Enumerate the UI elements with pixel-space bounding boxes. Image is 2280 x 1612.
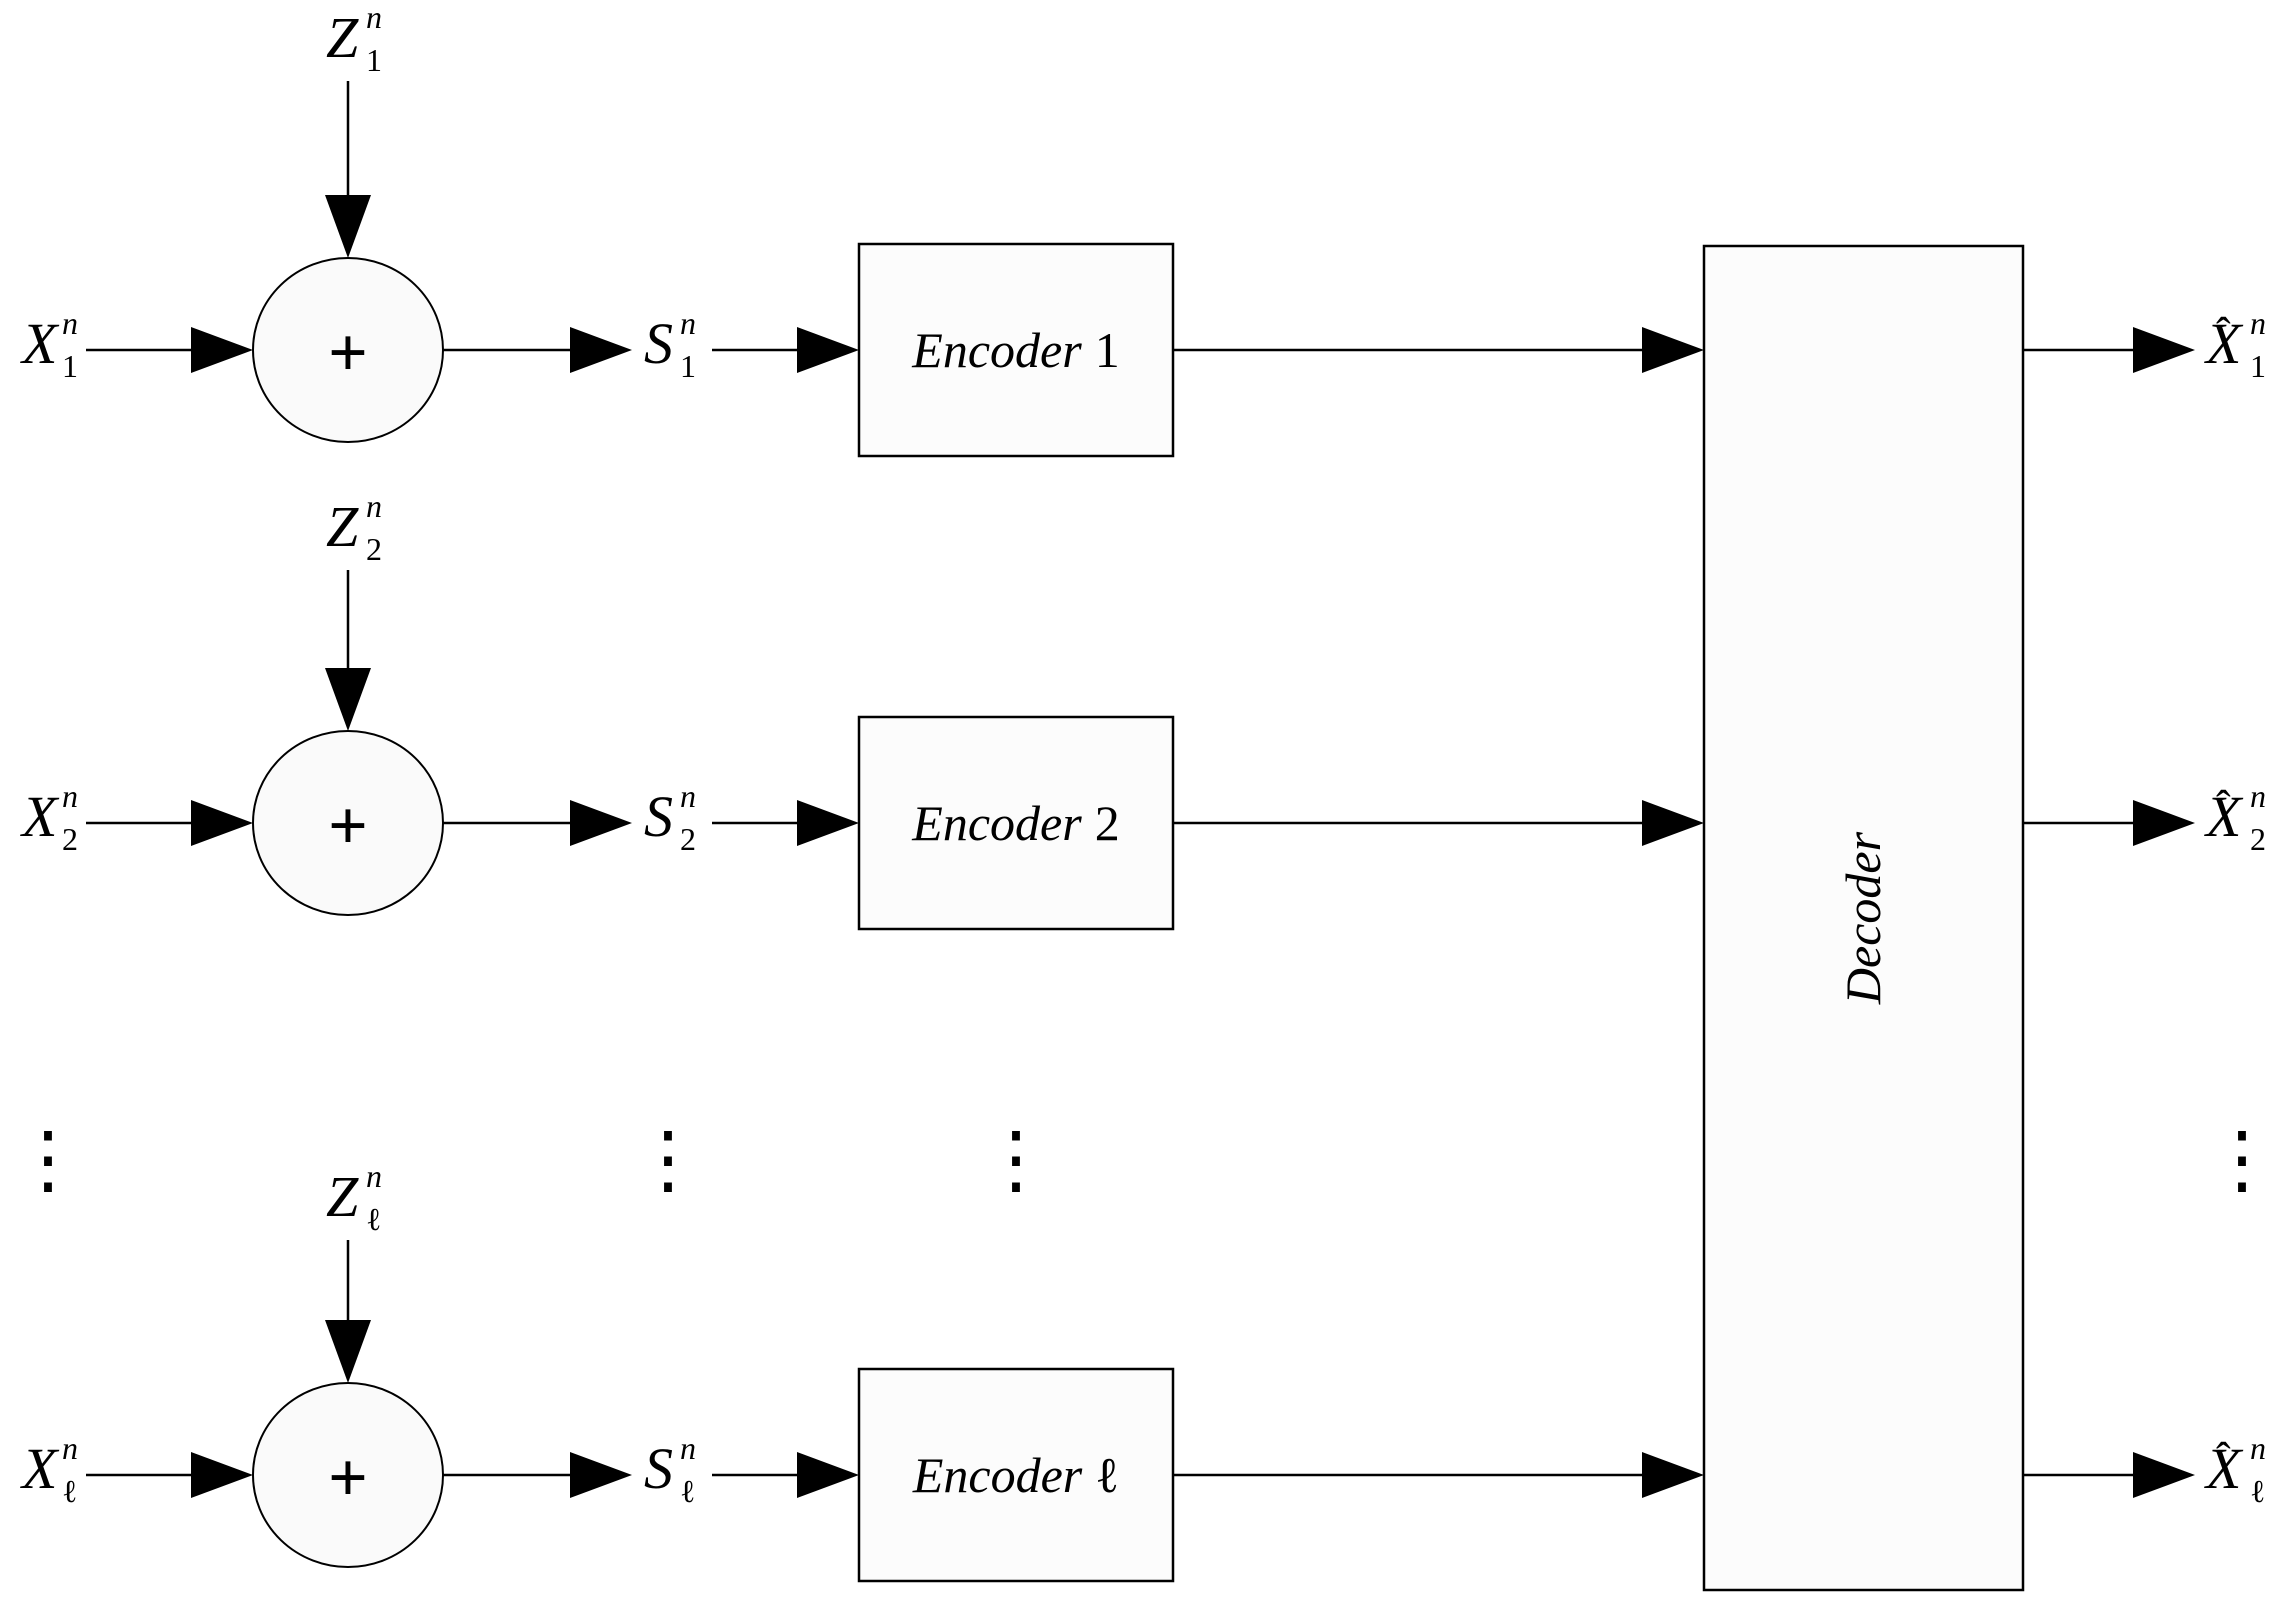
ellipsis-row: ⋮ ⋮ ⋮ ⋮ [10,1114,2280,1203]
encoder-index: ℓ [1095,1447,1119,1503]
estimate-hat: ˆ [2216,309,2231,358]
vertical-ellipsis-estimate: ⋮ [2204,1114,2280,1203]
source-label-2: X n 2 [20,778,78,857]
source-sup: n [62,305,78,341]
source-label-l: X n ℓ [20,1430,78,1509]
decoder-out-arrowhead-icon [2133,1452,2195,1498]
noise-label-1: Z n 1 [326,0,382,78]
encoder-box-l [857,1367,1175,1583]
signal-base: S [644,1436,673,1501]
noise-arrowhead-icon [325,668,371,731]
signal-sub: 1 [680,348,696,384]
plus-sign: + [328,1440,368,1517]
source-base: X [20,784,60,849]
signal-sub: 2 [680,821,696,857]
decoder-out-arrowhead-icon [2133,327,2195,373]
noise-base: Z [326,1164,359,1229]
noise-label-l: Z n ℓ [326,1158,382,1237]
noise-sub: 1 [366,42,382,78]
estimate-sub: 1 [2250,348,2266,384]
estimate-base: X [2204,311,2244,376]
decoder-out-arrowhead-icon [2133,800,2195,846]
source-base: X [20,1436,60,1501]
source-base: X [20,311,60,376]
estimate-base: X [2204,1436,2244,1501]
noise-arrowhead-icon [325,1320,371,1383]
estimate-sup: n [2250,778,2266,814]
signal-base: S [644,784,673,849]
source-label-1: X n 1 [20,305,78,384]
signal-arrowhead-icon [797,1452,859,1498]
encoder-index: 1 [1095,322,1120,378]
encoder-word: Encoder [911,795,1082,851]
noise-arrowhead-icon [325,195,371,258]
plus-sign: + [328,315,368,392]
decoder-box [1702,244,2025,1592]
estimate-hat: ˆ [2216,1434,2231,1483]
noise-sup: n [366,488,382,524]
signal-arrowhead-icon [797,800,859,846]
encoder-box-2 [857,715,1175,931]
plus-sign: + [328,788,368,865]
adder-out-arrowhead-icon [570,327,632,373]
encoder-out-arrowhead-icon [1642,800,1704,846]
source-sup: n [62,778,78,814]
source-sup: n [62,1430,78,1466]
source-arrowhead-icon [191,327,253,373]
signal-sup: n [680,1430,696,1466]
estimate-label-2: ˆ X n 2 [2204,778,2266,857]
estimate-sup: n [2250,305,2266,341]
signal-label-2: S n 2 [644,778,696,857]
signal-sup: n [680,305,696,341]
signal-arrowhead-icon [797,327,859,373]
noise-base: Z [326,5,359,70]
estimate-hat: ˆ [2216,782,2231,831]
noise-sub: ℓ [366,1201,381,1237]
encoder-word: Encoder [912,1447,1083,1503]
estimate-label-1: ˆ X n 1 [2204,305,2266,384]
estimate-sub: 2 [2250,821,2266,857]
encoder-out-arrowhead-icon [1642,1452,1704,1498]
decoder: Decoder [1702,244,2025,1592]
estimate-base: X [2204,784,2244,849]
source-arrowhead-icon [191,800,253,846]
signal-sup: n [680,778,696,814]
encoder-word: Encoder [911,322,1082,378]
encoder-index: 2 [1095,795,1120,851]
source-arrowhead-icon [191,1452,253,1498]
vertical-ellipsis-signal: ⋮ [630,1114,706,1203]
source-sub: ℓ [62,1473,77,1509]
decoder-label: Decoder [1835,831,1891,1005]
signal-label-l: S n ℓ [644,1430,696,1509]
signal-sub: ℓ [680,1473,695,1509]
noise-sub: 2 [366,531,382,567]
estimate-sup: n [2250,1430,2266,1466]
noise-sup: n [366,0,382,35]
estimate-sub: ℓ [2250,1473,2265,1509]
noise-sup: n [366,1158,382,1194]
estimate-label-l: ˆ X n ℓ [2204,1430,2266,1509]
noise-label-2: Z n 2 [326,488,382,567]
noise-base: Z [326,494,359,559]
source-sub: 1 [62,348,78,384]
adder-out-arrowhead-icon [570,800,632,846]
encoder-out-arrowhead-icon [1642,327,1704,373]
adder-out-arrowhead-icon [570,1452,632,1498]
vertical-ellipsis-encoder: ⋮ [978,1114,1054,1203]
signal-base: S [644,311,673,376]
source-sub: 2 [62,821,78,857]
vertical-ellipsis-source: ⋮ [10,1114,86,1203]
signal-label-1: S n 1 [644,305,696,384]
